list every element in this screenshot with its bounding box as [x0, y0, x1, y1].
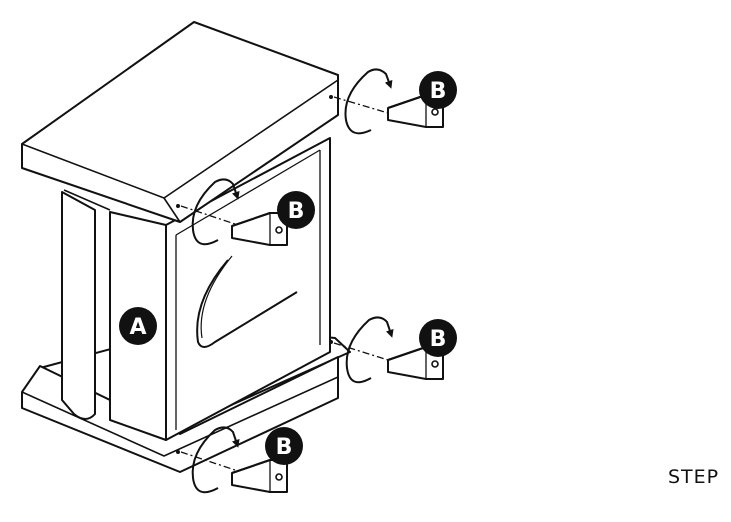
- label-badge-b-top-front: B: [277, 191, 315, 229]
- label-badge-a: A: [119, 307, 157, 345]
- svg-text:B: B: [288, 199, 305, 224]
- screw-hole-top-front: [176, 204, 180, 208]
- label-badge-b-bottom-right: B: [419, 319, 457, 357]
- label-badge-b-bottom-front: B: [265, 427, 303, 465]
- svg-text:B: B: [430, 79, 447, 104]
- svg-text:A: A: [129, 315, 146, 340]
- screw-hole-top-right: [329, 95, 333, 99]
- svg-text:B: B: [276, 435, 293, 460]
- step-label: STEP: [668, 466, 719, 488]
- label-badge-b-top-right: B: [419, 71, 457, 109]
- screw-hole-bottom-front: [176, 450, 180, 454]
- svg-text:B: B: [430, 327, 447, 352]
